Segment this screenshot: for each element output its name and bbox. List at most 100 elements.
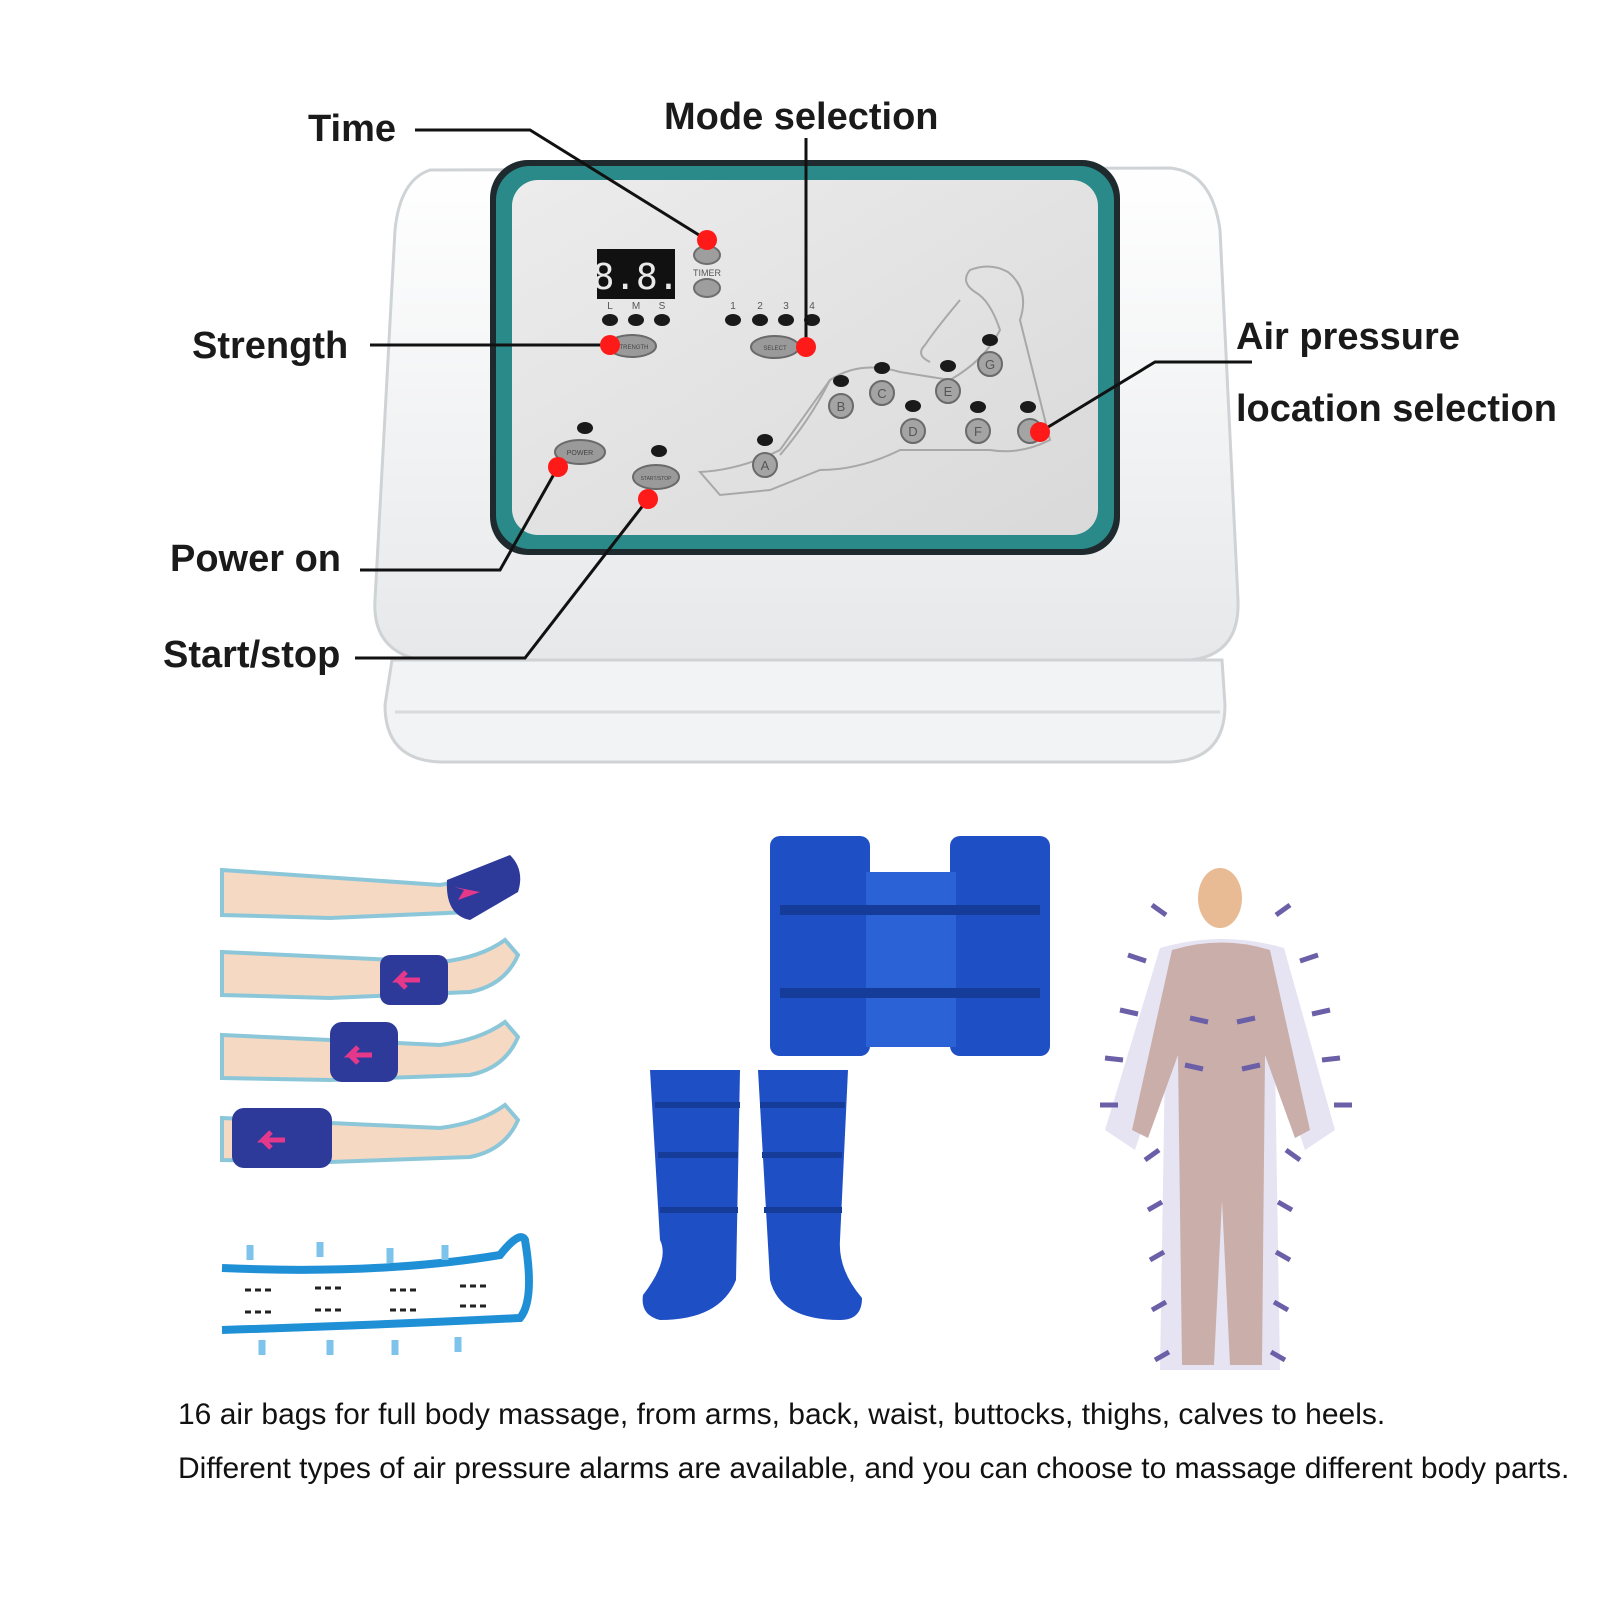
power-button-label: POWER (567, 450, 593, 457)
massage-suit-items (642, 836, 1050, 1320)
air-bag-foot (446, 855, 521, 920)
caption-line-2: Different types of air pressure alarms a… (178, 1452, 1570, 1485)
mode-number-2: 2 (757, 301, 763, 312)
air-pressure-leader (1039, 360, 1252, 434)
zone-button-f[interactable] (965, 418, 991, 444)
air-pressure-marker-dot (1030, 422, 1050, 442)
time-leader (415, 128, 708, 242)
led-display-digits: 8.8. (593, 257, 680, 298)
callout-dots (548, 230, 1050, 509)
mode-number-1: 1 (730, 301, 736, 312)
pressure-arrow (391, 970, 420, 990)
start-stop-marker-dot (638, 489, 658, 509)
mode-select-button-label: SELECT (763, 346, 787, 352)
mode-led (725, 314, 741, 326)
caption-line-1: 16 air bags for full body massage, from … (178, 1398, 1386, 1431)
power-leader (360, 466, 560, 572)
leg-step-calf (220, 937, 521, 1005)
air-vest (770, 836, 1050, 1056)
boot-right (758, 1070, 862, 1320)
zone-button-b[interactable] (828, 393, 854, 419)
zone-led-d (905, 400, 921, 412)
power-led (577, 422, 593, 434)
vest-center-panel (866, 872, 956, 1047)
zone-button-d[interactable] (900, 418, 926, 444)
zone-button-e[interactable] (935, 378, 961, 404)
strength-button-label: STRENGTH (616, 345, 649, 351)
zone-led-f (970, 401, 986, 413)
leg-step-foot (220, 855, 521, 921)
zone-label-d: D (908, 424, 917, 439)
callout-mode-selection: Mode selection (664, 96, 939, 138)
body-outline-leg (779, 379, 831, 456)
zone-label-f: F (974, 424, 982, 439)
zone-led-e (940, 360, 956, 372)
power-marker-dot (548, 457, 568, 477)
zone-label-e: E (944, 384, 953, 399)
strength-led (602, 314, 618, 326)
air-bag-knee (330, 1022, 398, 1082)
strength-level-m: M (632, 301, 640, 312)
zone-led-a (757, 434, 773, 446)
callout-power-on: Power on (170, 538, 342, 580)
zone-led-h (1020, 401, 1036, 413)
leg-step-thigh (220, 1102, 521, 1168)
boot-strap-lines (655, 1102, 845, 1213)
mode-led (804, 314, 820, 326)
zone-label-a: A (761, 458, 770, 473)
vest-right-panel (950, 836, 1050, 1056)
body-outline-graphic (697, 265, 1052, 497)
pressure-arrow (256, 1130, 285, 1150)
zone-label-c: C (877, 386, 886, 401)
start-stop-button[interactable] (632, 464, 680, 490)
callout-time: Time (308, 108, 397, 150)
zone-button-a[interactable] (752, 452, 778, 478)
zone-button-c[interactable] (869, 380, 895, 406)
power-button[interactable] (554, 439, 606, 465)
vest-left-panel (770, 836, 870, 1056)
zone-led-c (874, 362, 890, 374)
zone-led-g (982, 334, 998, 346)
pressure-arrows (1100, 902, 1352, 1363)
strength-led (628, 314, 644, 326)
time-marker-dot (697, 230, 717, 250)
led-display (597, 249, 675, 299)
product-caption: 16 air bags for full body massage, from … (178, 1388, 1578, 1496)
flow-arrows (245, 1284, 490, 1314)
air-boots (642, 1070, 862, 1320)
timer-down-button[interactable] (693, 278, 721, 298)
body-outline-arm (920, 299, 961, 363)
mode-number-3: 3 (783, 301, 789, 312)
leg-step-knee (220, 1019, 521, 1083)
zone-label-g: G (985, 357, 995, 372)
mode-number-4: 4 (809, 301, 815, 312)
pressure-arrow (454, 887, 480, 900)
mode-led (778, 314, 794, 326)
strength-marker-dot (600, 335, 620, 355)
boot-left (642, 1070, 740, 1320)
zone-button-g[interactable] (977, 351, 1003, 377)
pressure-arrow (343, 1045, 372, 1065)
callout-strength: Strength (192, 325, 349, 367)
callout-air-pressure-line1: Air pressure (1236, 316, 1460, 358)
figure-head (1198, 868, 1242, 928)
callout-start-stop: Start/stop (163, 634, 341, 676)
zone-led-b (833, 375, 849, 387)
zone-label-b: B (837, 399, 846, 414)
callout-air-pressure-line2: location selection (1236, 388, 1557, 430)
strength-led (654, 314, 670, 326)
pressure-arrows (246, 1242, 462, 1355)
strength-level-s: S (659, 301, 666, 312)
strength-level-l: L (607, 301, 613, 312)
leg-shape (220, 937, 521, 1001)
massager-device: 8.8. TIMER L M S STRENGTH 1 2 3 4 SELECT… (373, 160, 1240, 764)
start-stop-led (651, 445, 667, 457)
leg-outline (221, 1233, 533, 1334)
callout-lines (355, 128, 1252, 660)
mode-led (752, 314, 768, 326)
mode-marker-dot (796, 337, 816, 357)
timer-label: TIMER (693, 268, 721, 278)
leg-compression-illustrations (220, 855, 533, 1355)
circulation-diagram (221, 1233, 533, 1355)
start-stop-leader (355, 498, 650, 660)
